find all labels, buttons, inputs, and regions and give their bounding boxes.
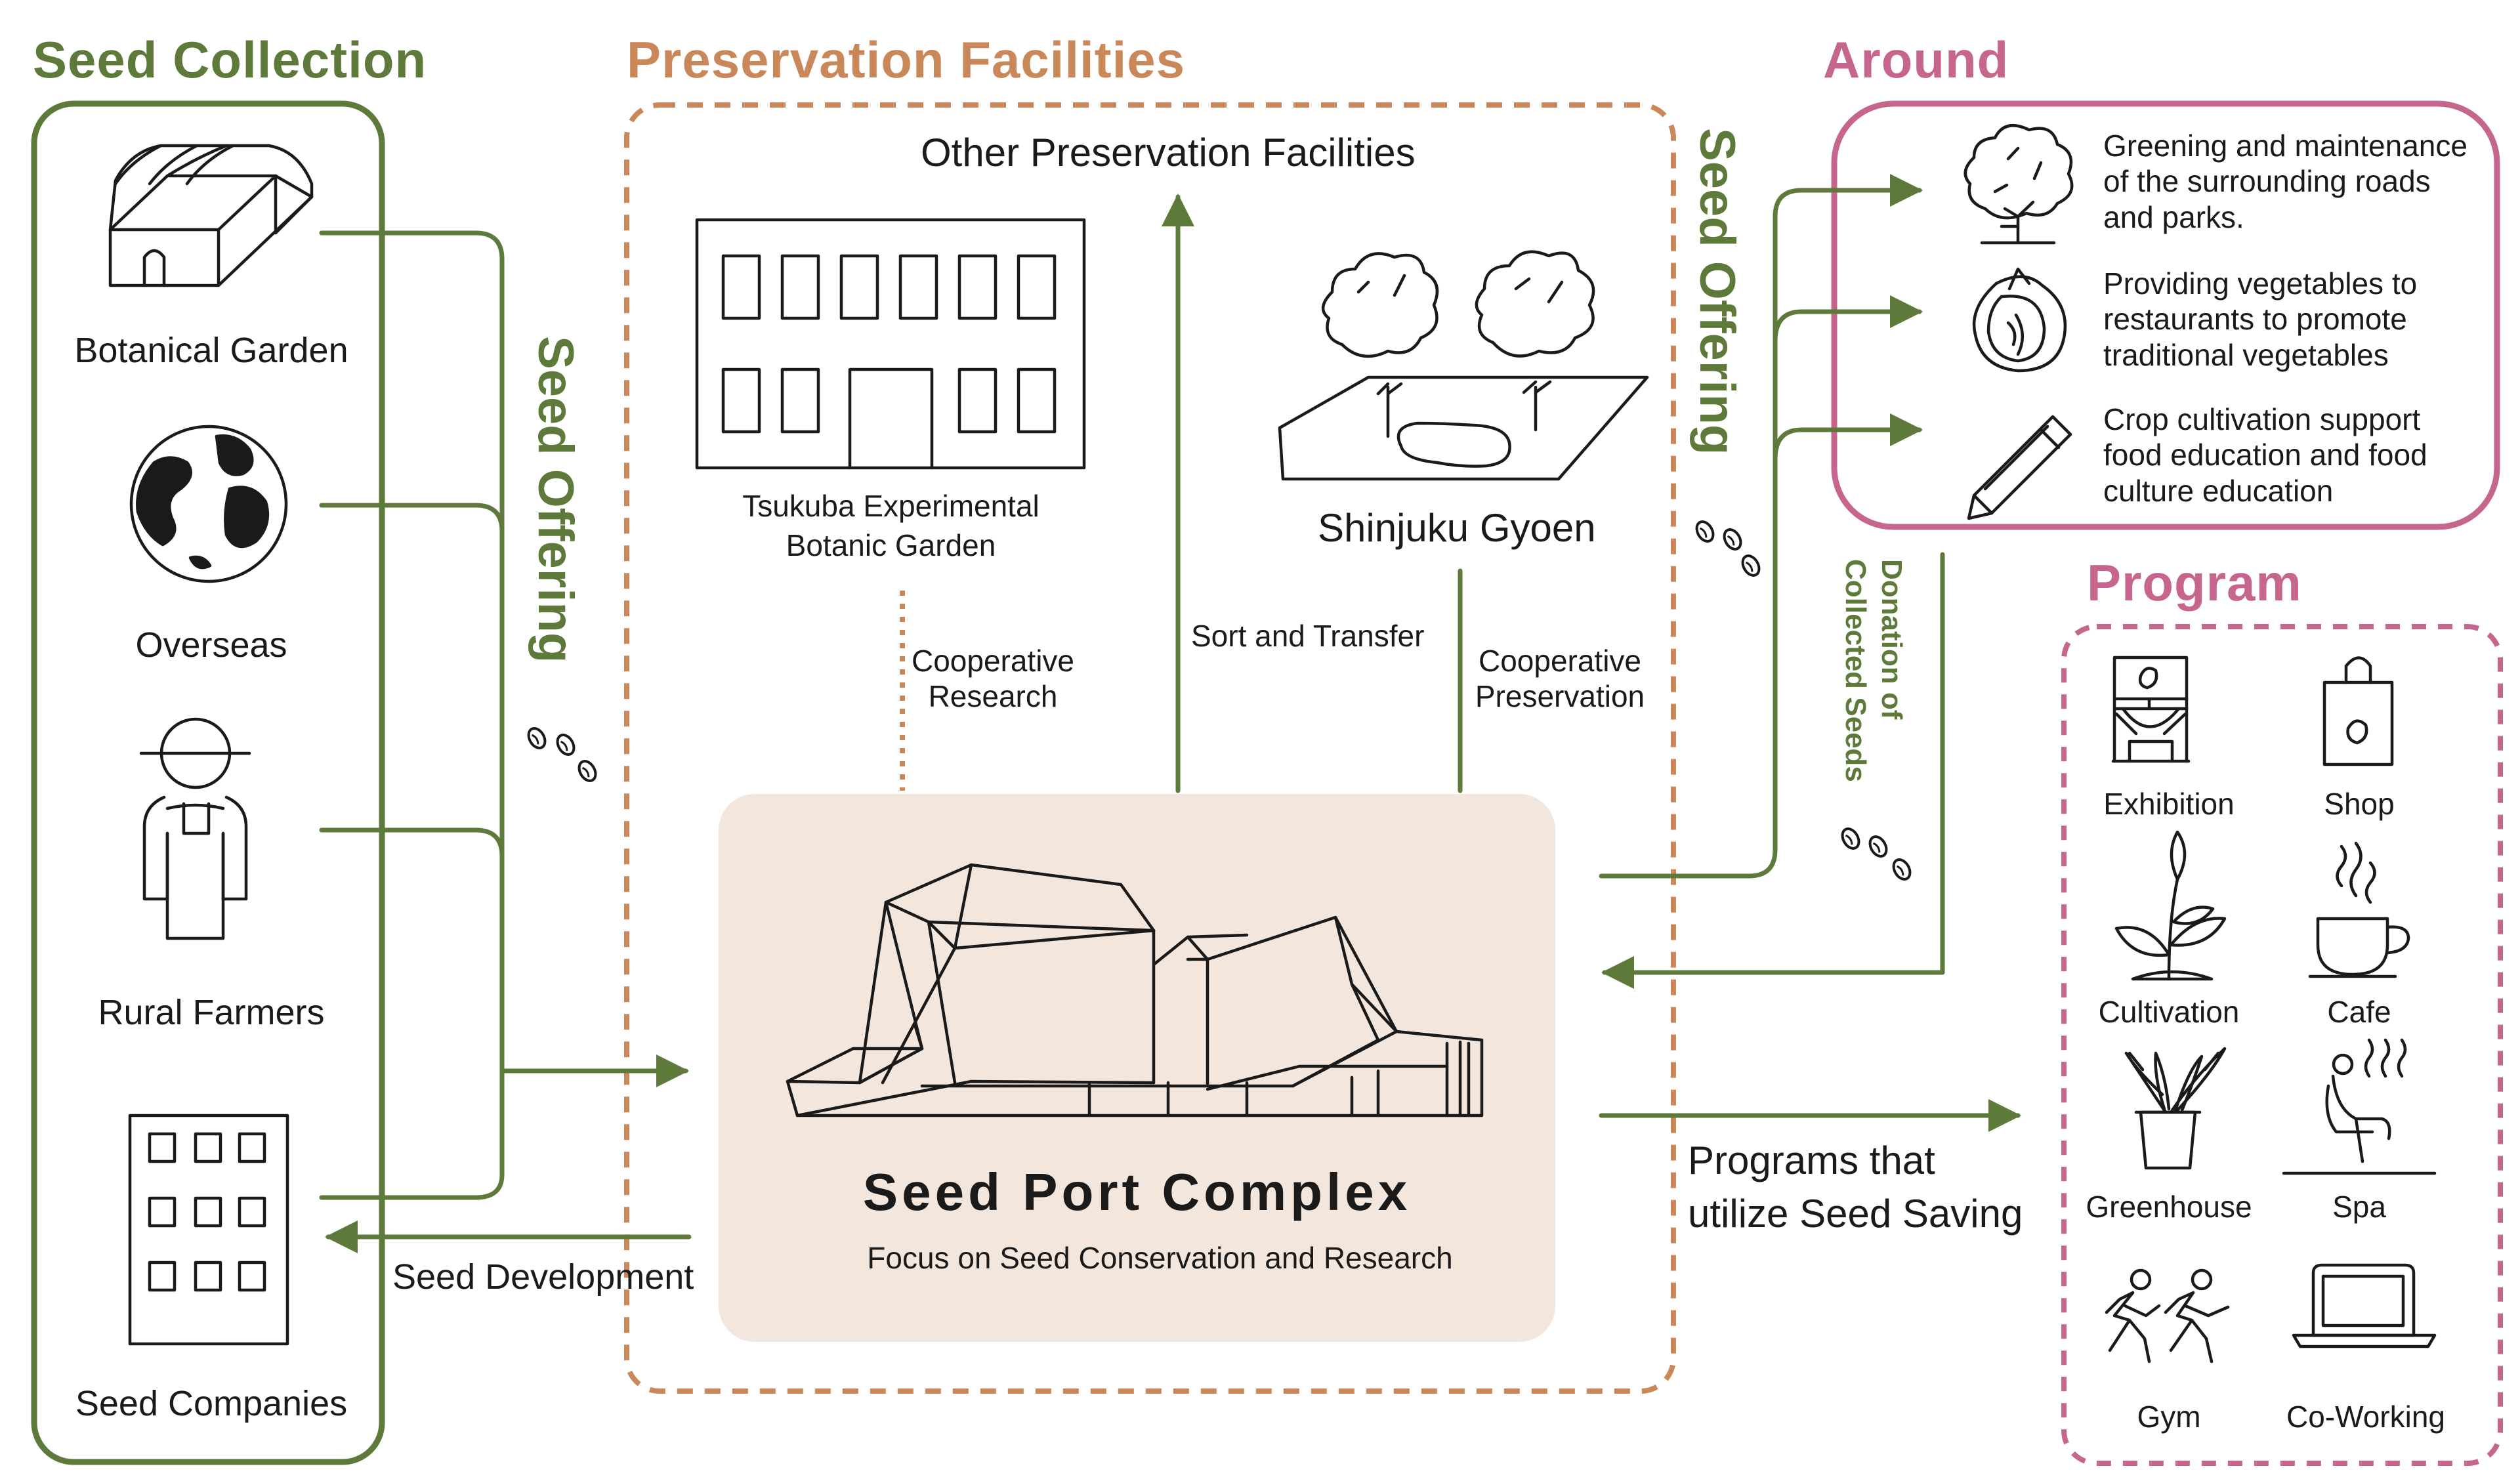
around-line-trunk: [1599, 174, 1923, 879]
program-box: [2061, 624, 2503, 1466]
around-title: Around: [1823, 31, 2009, 89]
around-line-3: [1773, 413, 1923, 462]
seed-collection-title: Seed Collection: [33, 31, 427, 89]
seed-port-core-box: [719, 794, 1555, 1342]
spa-icon: [2282, 1038, 2437, 1175]
seed-port-building-icon: [786, 863, 1484, 1117]
coffee-cup-icon: [2308, 841, 2410, 978]
program-label-cafe: Cafe: [2327, 995, 2391, 1029]
exhibition-icon: [2111, 656, 2191, 763]
source-label-botanical: Botanical Garden: [74, 331, 348, 370]
seeds-right: [1692, 517, 1764, 580]
greenhouse-icon: [108, 144, 314, 287]
park-trees-icon: [1278, 250, 1649, 481]
pencil-icon: [1967, 415, 2072, 520]
other-facilities-label: Other Preservation Facilities: [921, 131, 1416, 175]
sort-transfer-label: Sort and Transfer: [1191, 619, 1425, 653]
farmer-icon: [139, 717, 251, 940]
program-label-greenhouse: Greenhouse: [2086, 1190, 2252, 1224]
globe-icon: [129, 425, 288, 583]
source-label-farmers: Rural Farmers: [98, 993, 325, 1032]
program-label-exhibition: Exhibition: [2103, 787, 2235, 821]
seed-development-label: Seed Development: [392, 1257, 694, 1297]
collector-line-2: [319, 503, 505, 534]
coop-research-label: Cooperative Research: [911, 644, 1075, 714]
shop-bag-icon: [2322, 656, 2394, 766]
donation-arrow: [1601, 552, 1945, 989]
donation-label: Donation of Collected Seeds: [1839, 559, 1908, 782]
collector-line-3: [319, 827, 505, 859]
tsukuba-label: Tsukuba Experimental Botanic Garden: [742, 489, 1040, 562]
seeds-left: [524, 724, 600, 785]
program-label-spa: Spa: [2332, 1190, 2386, 1224]
around-text-greening: Greening and maintenance of the surround…: [2103, 129, 2468, 234]
program-label-cultivation: Cultivation: [2098, 995, 2240, 1029]
preservation-title: Preservation Facilities: [627, 31, 1186, 89]
seeds-donation: [1838, 824, 1915, 884]
shinjuku-label: Shinjuku Gyoen: [1318, 506, 1596, 550]
sprout-icon: [2114, 830, 2227, 981]
potted-plant-icon: [2124, 1047, 2227, 1170]
program-label-gym: Gym: [2137, 1400, 2201, 1434]
around-text-education: Crop cultivation support food education …: [2103, 402, 2427, 508]
seed-offering-label-left: Seed Offering: [528, 336, 583, 663]
core-subtitle: Focus on Seed Conservation and Research: [867, 1241, 1453, 1275]
coop-preservation-label: Cooperative Preservation: [1475, 644, 1645, 714]
around-box: [1831, 100, 2500, 530]
runners-icon: [2105, 1268, 2230, 1364]
tsukuba-building-icon: [695, 218, 1086, 470]
around-text-vegetables: Providing vegetables to restaurants to p…: [2103, 266, 2418, 372]
cabbage-icon: [1972, 267, 2067, 373]
core-title: Seed Port Complex: [862, 1163, 1412, 1221]
programs-util-label: Programs that utilize Seed Saving: [1688, 1138, 2023, 1236]
collector-line-1: [319, 230, 505, 1200]
seed-collection-box: [31, 100, 385, 1465]
seed-offering-label-right: Seed Offering: [1689, 128, 1745, 455]
tree-icon: [1964, 124, 2074, 245]
program-title: Program: [2087, 554, 2302, 612]
laptop-icon: [2292, 1263, 2437, 1348]
source-label-companies: Seed Companies: [75, 1384, 348, 1423]
preservation-box: [624, 102, 1676, 1394]
program-label-shop: Shop: [2324, 787, 2395, 821]
around-line-2: [1773, 295, 1923, 344]
program-label-coworking: Co-Working: [2286, 1400, 2445, 1434]
office-building-icon: [128, 1114, 289, 1346]
source-label-overseas: Overseas: [135, 625, 287, 665]
